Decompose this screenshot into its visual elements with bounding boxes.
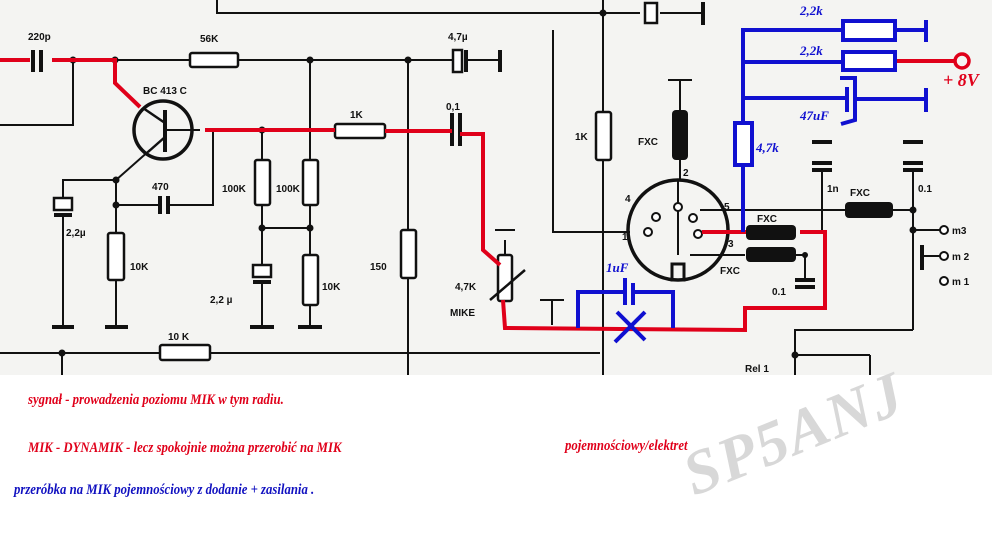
- mic-connector: [626, 178, 730, 282]
- label-fxc-a: FXC: [757, 214, 777, 225]
- label-c-1n: 1n: [827, 184, 839, 195]
- resistor-100k-b: [301, 158, 320, 207]
- label-r-10k: 10K: [130, 262, 149, 273]
- resistor-2k2-a: [841, 19, 897, 42]
- resistors: [106, 51, 613, 362]
- transistor-bc413c: [132, 99, 200, 161]
- supply-terminal: [953, 52, 971, 70]
- resistor-10k: [106, 231, 126, 282]
- resistor-10k-b: [301, 253, 320, 307]
- schematic-diagram: 220p 56K 4,7µ BC 413 C 1K 0,1 470 2,2µ 1…: [0, 0, 992, 375]
- label-pin-1: 1: [622, 232, 628, 243]
- label-r-2k2-a: 2,2k: [799, 3, 823, 18]
- label-fxc-top: FXC: [638, 137, 658, 148]
- modification-wiring-blue: [576, 19, 928, 344]
- label-r-100k-a: 100K: [222, 184, 247, 195]
- label-m1: m 1: [952, 277, 970, 288]
- resistor-100k-a: [253, 158, 272, 207]
- label-c-22u: 2,2µ: [66, 228, 86, 239]
- label-c-22u-b: 2,2 µ: [210, 295, 233, 306]
- schematic-wiring: [0, 0, 940, 375]
- output-jacks: [920, 225, 949, 286]
- potentiometer-4k7: [496, 253, 514, 303]
- label-transistor: BC 413 C: [143, 86, 187, 97]
- resistor-4k7-mod: [733, 121, 754, 167]
- label-bottom: Rel 1: [745, 364, 769, 375]
- resistor-56k: [188, 51, 240, 69]
- note-electret: pojemnościowy/elektret: [565, 438, 688, 454]
- label-r-100k-b: 100K: [276, 184, 301, 195]
- watermark-sp5anj: SP5ANJ: [673, 359, 915, 510]
- resistor-10k-bottom: [158, 343, 212, 362]
- label-pin-4: 4: [625, 194, 631, 205]
- label-r-56k: 56K: [200, 34, 219, 45]
- label-r-10k-b: 10K: [322, 282, 341, 293]
- label-c-input: 220p: [28, 32, 51, 43]
- label-pot-name: MIKE: [450, 308, 475, 319]
- label-fxc-c: FXC: [850, 188, 870, 199]
- resistor-1k-right: [594, 110, 613, 162]
- label-m2: m 2: [952, 252, 970, 263]
- ground-symbols: [52, 2, 923, 329]
- label-r-10k-bottom: 10 K: [168, 332, 190, 343]
- label-supply-8v: + 8V: [943, 70, 981, 90]
- signal-path-red: [0, 58, 955, 333]
- note-conversion: przeróbka na MIK pojemnościowy z dodanie…: [14, 482, 315, 498]
- ferrite-chokes: [672, 110, 893, 262]
- capacitors: [31, 50, 923, 289]
- label-r-2k2-b: 2,2k: [799, 43, 823, 58]
- label-pot: 4,7K: [455, 282, 477, 293]
- label-pin-3: 3: [728, 239, 734, 250]
- resistor-2k2-b: [841, 50, 897, 72]
- label-r-4k7: 4,7k: [755, 140, 779, 155]
- label-m3: m3: [952, 226, 967, 237]
- label-c-470: 470: [152, 182, 169, 193]
- label-c-47uf: 47uF: [799, 108, 829, 123]
- note-dynamic-mic: MIK - DYNAMIK - lecz spokojnie można prz…: [28, 440, 342, 456]
- note-signal-path: sygnał - prowadzenia poziomu MIK w tym r…: [28, 392, 284, 408]
- label-pin-2: 2: [683, 168, 689, 179]
- label-c-01: 0,1: [446, 102, 460, 113]
- label-pin-5: 5: [724, 202, 730, 213]
- label-c-01-right: 0.1: [918, 184, 932, 195]
- label-r-1k: 1K: [350, 110, 364, 121]
- label-r-1k-right: 1K: [575, 132, 589, 143]
- label-fxc-b: FXC: [720, 266, 740, 277]
- label-c-47u: 4,7µ: [448, 32, 468, 43]
- label-r-150: 150: [370, 262, 387, 273]
- label-c-1uf: 1uF: [606, 260, 629, 275]
- resistor-150: [399, 228, 418, 280]
- resistor-1k: [333, 122, 387, 140]
- label-c-01-low: 0.1: [772, 287, 786, 298]
- potentiometer-arrow: [489, 269, 526, 301]
- electrolytic-caps: [52, 1, 659, 279]
